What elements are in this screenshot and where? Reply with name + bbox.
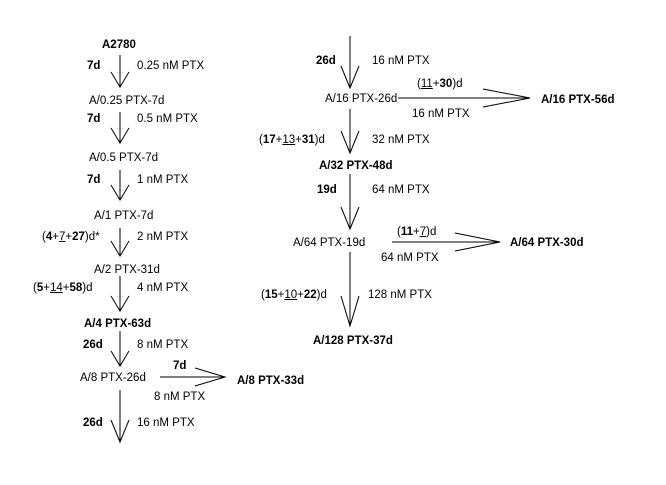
left-branch-days: 7d: [173, 360, 187, 372]
left-node3: A/1 PTX-7d: [94, 210, 154, 222]
right-branch1-result: A/16 PTX-56d: [541, 94, 615, 106]
left-step4-days: (4+7+27)d*: [42, 231, 100, 243]
arrow-right-3: [340, 174, 360, 231]
right-node1: A/16 PTX-26d: [325, 93, 398, 105]
arrow-left-2: [110, 112, 130, 144]
left-branch-dose: 8 nM PTX: [154, 391, 206, 403]
left-step1-dose: 0.25 nM PTX: [137, 60, 205, 72]
left-node2: A/0.5 PTX-7d: [89, 152, 159, 164]
right-branch1-days: (11+30)d: [417, 78, 463, 90]
arrow-right-2: [340, 109, 360, 155]
arrow-left-5: [110, 276, 130, 312]
left-step7-days: 26d: [83, 417, 103, 429]
left-step5-days: (5+14+58)d: [33, 282, 93, 294]
arrow-right-1: [340, 36, 360, 90]
right-step2-days: (17+13+31)d: [259, 134, 325, 146]
root-cell-line: A2780: [102, 39, 136, 51]
right-step4-dose: 128 nM PTX: [368, 289, 432, 301]
left-step3-days: 7d: [87, 174, 101, 186]
arrow-left-branch: [160, 367, 227, 387]
right-step3-dose: 64 nM PTX: [372, 184, 430, 196]
left-step6-days: 26d: [83, 339, 103, 351]
right-step3-days: 19d: [317, 184, 337, 196]
arrow-left-1: [110, 55, 130, 88]
right-branch2-result: A/64 PTX-30d: [510, 237, 584, 249]
right-branch1-dose: 16 nM PTX: [412, 108, 470, 120]
left-step4-dose: 2 nM PTX: [137, 231, 189, 243]
arrow-right-branch-1: [398, 88, 531, 108]
arrow-left-3: [110, 170, 130, 201]
left-step2-days: 7d: [87, 113, 101, 125]
left-node5: A/4 PTX-63d: [84, 318, 152, 330]
left-step1-days: 7d: [87, 60, 101, 72]
right-node4: A/128 PTX-37d: [313, 335, 393, 347]
right-branch2-dose: 64 nM PTX: [381, 252, 439, 264]
arrow-left-6: [110, 331, 130, 367]
right-step1-days: 26d: [316, 55, 336, 67]
left-node4: A/2 PTX-31d: [94, 264, 160, 276]
right-step2-dose: 32 nM PTX: [372, 134, 430, 146]
left-node6: A/8 PTX-26d: [80, 372, 146, 384]
left-step7-dose: 16 nM PTX: [137, 417, 195, 429]
right-node2: A/32 PTX-48d: [319, 160, 393, 172]
arrow-left-7: [110, 390, 130, 444]
right-step1-dose: 16 nM PTX: [372, 55, 430, 67]
arrow-right-branch-2: [392, 232, 501, 252]
left-node1: A/0.25 PTX-7d: [89, 95, 165, 107]
left-step6-dose: 8 nM PTX: [137, 339, 189, 351]
right-branch2-days: (11+7)d: [397, 226, 437, 238]
arrow-right-4: [340, 252, 360, 328]
right-step4-days: (15+10+22)d: [261, 289, 327, 301]
left-step3-dose: 1 nM PTX: [137, 174, 189, 186]
left-branch-result: A/8 PTX-33d: [237, 375, 305, 387]
right-node3: A/64 PTX-19d: [293, 237, 366, 249]
arrow-left-4: [110, 228, 130, 257]
left-step2-dose: 0.5 nM PTX: [137, 113, 198, 125]
left-step5-dose: 4 nM PTX: [137, 282, 189, 294]
